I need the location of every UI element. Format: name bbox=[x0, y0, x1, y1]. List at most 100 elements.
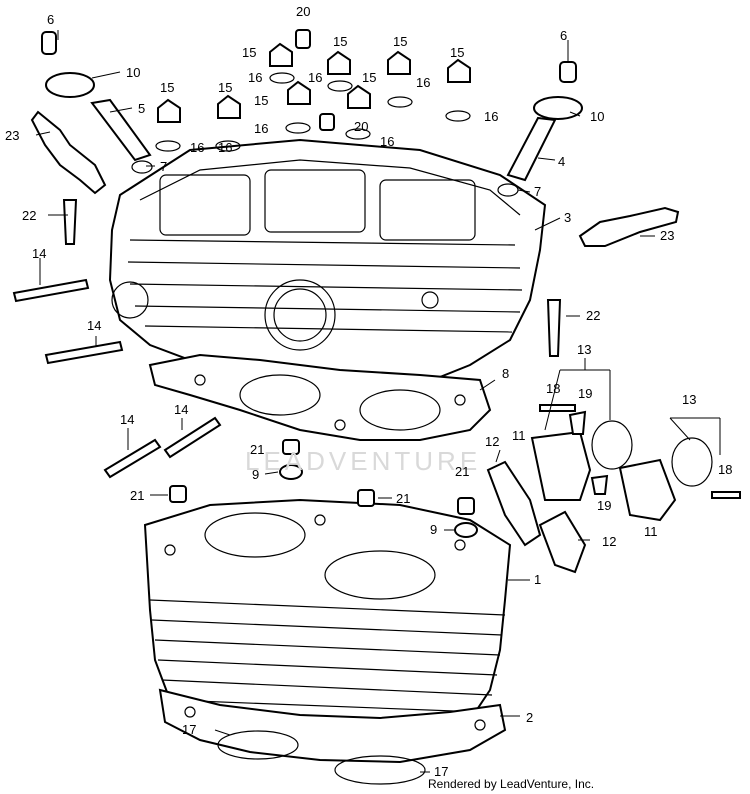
callout: 15 bbox=[393, 34, 407, 49]
dowel-mid[interactable] bbox=[319, 113, 335, 131]
callout: 17 bbox=[434, 764, 448, 779]
callout: 20 bbox=[354, 119, 368, 134]
callout: 6 bbox=[47, 12, 54, 27]
callout: 14 bbox=[87, 318, 101, 333]
leader-lines bbox=[35, 30, 721, 773]
callout: 14 bbox=[120, 412, 134, 427]
dowel-21d[interactable] bbox=[457, 497, 475, 515]
callout: 13 bbox=[577, 342, 591, 357]
callout: 18 bbox=[546, 381, 560, 396]
callout: 9 bbox=[430, 522, 437, 537]
valve-cap-left[interactable] bbox=[41, 31, 57, 55]
spark-plug-left[interactable] bbox=[30, 110, 107, 195]
spark-plug-right[interactable] bbox=[578, 206, 680, 247]
callout: 12 bbox=[485, 434, 499, 449]
callout: 4 bbox=[558, 154, 565, 169]
callout: 11 bbox=[512, 428, 526, 443]
callout: 20 bbox=[296, 4, 310, 19]
callout: 15 bbox=[362, 70, 376, 85]
valve-guide-right[interactable] bbox=[506, 116, 557, 182]
insulator-12a[interactable] bbox=[486, 460, 542, 547]
stud-1[interactable] bbox=[12, 278, 90, 303]
callout-labels: 6 10 5 23 7 15 16 20 15 16 15 15 16 15 1… bbox=[5, 4, 732, 779]
callout: 8 bbox=[502, 366, 509, 381]
callout: 14 bbox=[32, 246, 46, 261]
clamp-13b[interactable] bbox=[671, 437, 713, 487]
callout: 16 bbox=[254, 121, 268, 136]
callout: 19 bbox=[597, 498, 611, 513]
o-ring-left-valve[interactable] bbox=[131, 160, 153, 174]
callout: 23 bbox=[5, 128, 19, 143]
callout: 9 bbox=[252, 467, 259, 482]
callout: 7 bbox=[534, 184, 541, 199]
callout: 16 bbox=[308, 70, 322, 85]
callout: 6 bbox=[560, 28, 567, 43]
head-gasket[interactable] bbox=[148, 353, 492, 441]
callout: 12 bbox=[602, 534, 616, 549]
dowel-21a[interactable] bbox=[282, 439, 300, 455]
o-ring-9b[interactable] bbox=[454, 522, 478, 538]
callout: 16 bbox=[380, 134, 394, 149]
dowel-21c[interactable] bbox=[357, 489, 375, 507]
screw-18b[interactable] bbox=[711, 491, 741, 499]
screw-18a[interactable] bbox=[539, 404, 576, 412]
dowel-top[interactable] bbox=[295, 29, 311, 49]
stud-4[interactable] bbox=[163, 416, 222, 459]
callout: 1 bbox=[534, 572, 541, 587]
insulator-12b[interactable] bbox=[538, 510, 587, 574]
cylinder-block[interactable] bbox=[143, 498, 512, 747]
cap-nuts[interactable] bbox=[157, 42, 471, 123]
callout: 22 bbox=[586, 308, 600, 323]
base-gasket[interactable] bbox=[158, 688, 507, 764]
callout: 19 bbox=[578, 386, 592, 401]
callout: 2 bbox=[526, 710, 533, 725]
manifold-11a[interactable] bbox=[530, 430, 592, 501]
washers[interactable] bbox=[155, 72, 471, 152]
callout: 16 bbox=[416, 75, 430, 90]
callout: 15 bbox=[160, 80, 174, 95]
o-ring-right[interactable] bbox=[334, 755, 426, 785]
clamp-13a[interactable] bbox=[591, 420, 633, 470]
dowel-21b[interactable] bbox=[169, 485, 187, 503]
callout: 7 bbox=[160, 159, 167, 174]
callout: 10 bbox=[126, 65, 140, 80]
o-ring-left[interactable] bbox=[217, 730, 299, 760]
callout: 11 bbox=[644, 524, 658, 539]
screw-19a[interactable] bbox=[568, 410, 587, 435]
o-ring-9a[interactable] bbox=[279, 464, 303, 480]
callout: 23 bbox=[660, 228, 674, 243]
manifold-11b[interactable] bbox=[618, 458, 677, 522]
callout: 3 bbox=[564, 210, 571, 225]
callout: 22 bbox=[22, 208, 36, 223]
callout: 21 bbox=[396, 491, 410, 506]
callout: 15 bbox=[254, 93, 268, 108]
stud-3[interactable] bbox=[103, 438, 162, 479]
screw-19b[interactable] bbox=[590, 474, 609, 495]
valve-cap-right[interactable] bbox=[559, 61, 577, 83]
callout: 21 bbox=[455, 464, 469, 479]
stud-2[interactable] bbox=[44, 340, 124, 365]
callout: 5 bbox=[138, 101, 145, 116]
valve-guide-left[interactable] bbox=[90, 98, 152, 162]
credit-text: Rendered by LeadVenture, Inc. bbox=[428, 777, 594, 791]
callout: 16 bbox=[190, 140, 204, 155]
callout: 21 bbox=[250, 442, 264, 457]
callout: 13 bbox=[682, 392, 696, 407]
bolt-right[interactable] bbox=[546, 299, 562, 357]
callout: 15 bbox=[218, 80, 232, 95]
valve-seat-left[interactable] bbox=[45, 72, 95, 98]
callout: 16 bbox=[484, 109, 498, 124]
cylinder-head[interactable] bbox=[108, 138, 547, 392]
callout: 17 bbox=[182, 722, 196, 737]
valve-seat-right[interactable] bbox=[533, 96, 583, 120]
callout: 10 bbox=[590, 109, 604, 124]
callout: 14 bbox=[174, 402, 188, 417]
callout: 21 bbox=[130, 488, 144, 503]
bolt-left[interactable] bbox=[62, 199, 78, 245]
watermark: LEADVENTURE bbox=[245, 446, 481, 476]
callout: 15 bbox=[450, 45, 464, 60]
callout: 18 bbox=[718, 462, 732, 477]
callout: 16 bbox=[248, 70, 262, 85]
callout: 16 bbox=[218, 140, 232, 155]
